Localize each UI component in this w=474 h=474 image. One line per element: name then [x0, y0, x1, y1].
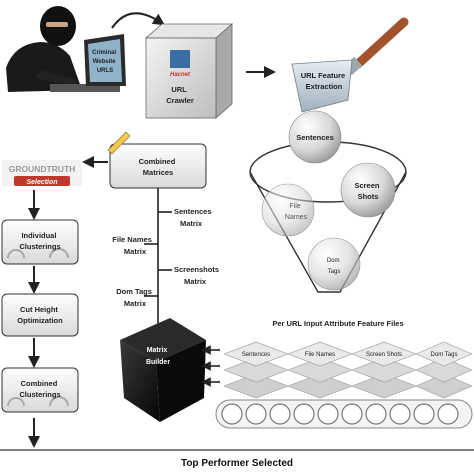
matrix-screenshots-line-2: Matrix	[184, 277, 207, 286]
stack-screen-shots: Screen Shots	[351, 341, 417, 399]
cut-height-line-1: Cut Height	[20, 305, 58, 314]
individual-clusterings-box: Individual Clusterings	[1, 219, 79, 265]
laptop-screen: Criminal Website URLS	[84, 34, 126, 86]
top-performer-label: Top Performer Selected	[181, 458, 293, 469]
criminal-screen-line-1: Criminal	[92, 50, 116, 56]
svg-text:Individual Clusterings: Individual Clusterings	[19, 231, 60, 251]
crawler-logo-text: Hacnet	[170, 72, 191, 78]
svg-text:Criminal Website: Criminal Website URLS	[92, 50, 118, 74]
hacker-eye-slit	[46, 22, 68, 27]
svg-text:Cut Height Optimization: Cut Height Optimization	[17, 305, 63, 325]
feature-funnel: Sentences Screen Shots File Names Dom Ta…	[249, 110, 407, 293]
extraction-label-line-1: URL Feature	[301, 71, 345, 80]
matrices-tree: Sentences Matrix File Names Matrix Scree…	[112, 188, 221, 330]
stack-dom-tags: Dom Tags	[415, 341, 473, 399]
sphere-sentences-label: Sentences	[296, 133, 334, 142]
pencil-icon	[107, 131, 131, 155]
groundtruth-subtitle: Selection	[26, 179, 57, 186]
top-performer-bar: Top Performer Selected	[0, 449, 474, 469]
stack-sentences-label: Sentences	[242, 352, 270, 358]
crawler-label-line-1: URL	[171, 85, 187, 94]
combined-matrices-box: Combined Matrices	[107, 131, 207, 189]
svg-text:Sentences Matrix: Sentences Matrix	[174, 207, 214, 228]
matrix-file-names-line-2: Matrix	[124, 247, 147, 256]
matrix-file-names-line-1: File Names	[112, 235, 152, 244]
sphere-file-names-line-1: File	[289, 203, 300, 210]
combined-matrices-line-2: Matrices	[143, 168, 173, 177]
sphere-dom-tags: Dom Tags	[307, 237, 361, 291]
sphere-file-names: File Names	[261, 183, 315, 237]
gears-icon	[7, 248, 69, 259]
stack-file-names: File Names	[287, 341, 353, 399]
matrix-sentences-line-1: Sentences	[174, 207, 212, 216]
svg-text:URL Crawler: URL Crawler	[166, 85, 194, 105]
attribute-files-title: Per URL Input Attribute Feature Files	[272, 319, 403, 328]
extraction-label-line-2: Extraction	[306, 82, 343, 91]
svg-text:Dom Tags: Dom Tags	[327, 258, 341, 275]
matrix-sentences-line-2: Matrix	[180, 219, 203, 228]
stack-file-names-label: File Names	[305, 352, 335, 358]
criminal-hacker-illustration: Criminal Website URLS	[6, 6, 126, 92]
svg-text:Combined Clusterings: Combined Clusterings	[19, 379, 60, 399]
matrix-builder-cube: Matrix Builder	[120, 318, 206, 422]
svg-text:File Names Matrix: File Names Matrix	[112, 235, 154, 256]
svg-text:URL Feature Extraction: URL Feature Extraction	[301, 71, 348, 91]
sphere-dom-tags-line-2: Tags	[328, 269, 341, 275]
svg-text:File Names: File Names	[285, 203, 308, 221]
cut-height-line-2: Optimization	[17, 316, 63, 325]
criminal-screen-line-2: Website	[93, 59, 117, 65]
conveyor-belt	[215, 399, 473, 429]
sphere-screen-shots-line-2: Shots	[358, 192, 379, 201]
svg-text:Dom Tags Matrix: Dom Tags Matrix	[116, 287, 154, 308]
matrix-builder-line-1: Matrix	[147, 347, 168, 354]
spatula-handle	[353, 17, 409, 69]
matrix-dom-tags-line-2: Matrix	[124, 299, 147, 308]
cut-height-optimization-box: Cut Height Optimization	[1, 293, 79, 337]
crawler-logo-icon	[170, 50, 190, 68]
url-crawler-cube: Hacnet URL Crawler	[144, 23, 234, 119]
svg-text:Matrix Builder: Matrix Builder	[146, 347, 170, 366]
feature-extraction-spatula: URL Feature Extraction	[291, 17, 409, 113]
individual-clusterings-line-1: Individual	[21, 231, 56, 240]
combined-clusterings-line-1: Combined	[21, 379, 58, 388]
matrix-builder-line-2: Builder	[146, 359, 170, 366]
matrix-dom-tags-line-1: Dom Tags	[116, 287, 152, 296]
individual-clusterings-line-2: Clusterings	[19, 242, 60, 251]
sphere-screen-shots-line-1: Screen	[354, 181, 379, 190]
svg-text:Screen Shots: Screen Shots	[354, 181, 381, 201]
criminal-screen-line-3: URLS	[97, 68, 113, 74]
stack-sentences: Sentences	[223, 341, 289, 399]
hacker-arm	[36, 70, 78, 86]
arrows-into-builder	[201, 345, 220, 387]
sphere-dom-tags-line-1: Dom	[327, 258, 340, 264]
sphere-sentences: Sentences	[288, 110, 342, 164]
groundtruth-title: GROUNDTRUTH	[9, 164, 76, 174]
combined-clusterings-box: Combined Clusterings	[1, 367, 79, 413]
sphere-screen-shots: Screen Shots	[340, 162, 396, 218]
svg-text:Screenshots Matrix: Screenshots Matrix	[174, 265, 221, 286]
combined-clusterings-line-2: Clusterings	[19, 390, 60, 399]
sphere-file-names-line-2: Names	[285, 214, 308, 221]
stack-screen-shots-label: Screen Shots	[366, 352, 402, 358]
combined-matrices-line-1: Combined	[139, 157, 176, 166]
spatula-blade	[291, 59, 353, 113]
attribute-file-stacks: Sentences File Names Screen Shots Dom Ta…	[223, 341, 473, 399]
arrow-criminal-to-crawler	[111, 12, 165, 29]
crawler-label-line-2: Crawler	[166, 96, 194, 105]
groundtruth-selection-logo: GROUNDTRUTH Selection	[2, 160, 82, 186]
stack-dom-tags-label: Dom Tags	[431, 352, 458, 358]
svg-text:Combined Matrices: Combined Matrices	[139, 157, 178, 177]
laptop-base	[50, 84, 120, 92]
matrix-screenshots-line-1: Screenshots	[174, 265, 219, 274]
gears-icon-2	[7, 396, 69, 407]
